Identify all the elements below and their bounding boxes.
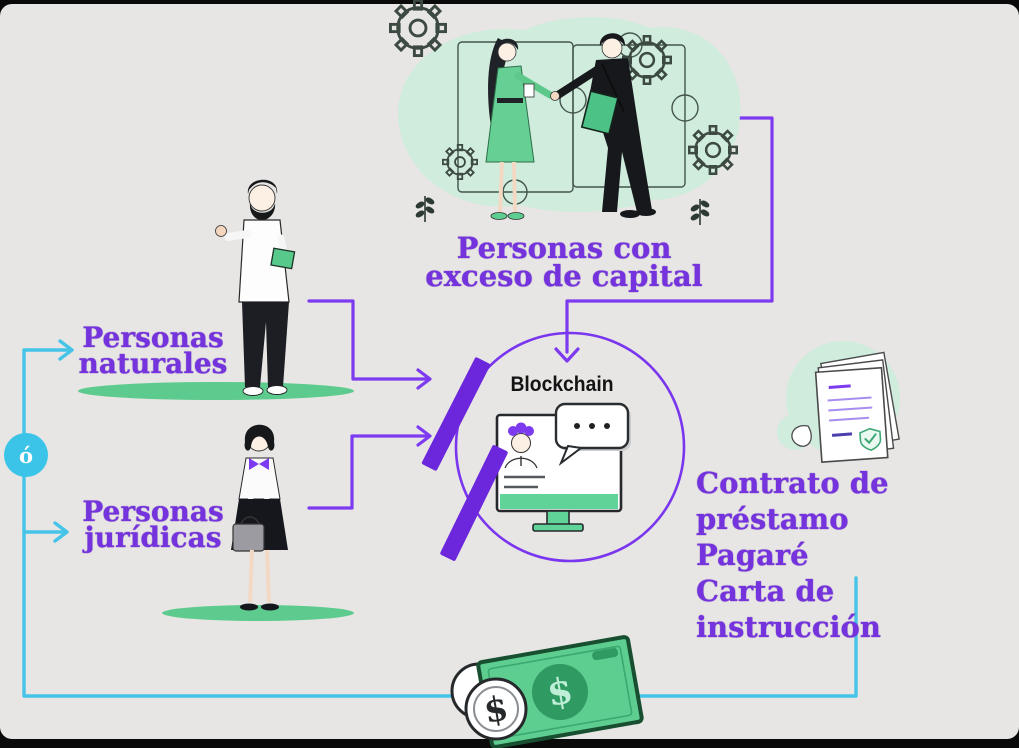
coin-front-icon: $ [464,677,528,741]
connector-or-loop [22,348,858,698]
naturales-line1: Personas [82,321,224,354]
cyan-connectors [22,339,858,698]
bow-tie [249,458,269,470]
juridicas-line1: Personas [82,495,224,528]
naturales-label: Personas naturales [72,321,234,380]
juridicas-line2: jurídicas [84,521,222,554]
documents-label: Contrato de préstamo Pagaré Carta de ins… [696,465,1019,645]
connector-naturales-blockchain [307,299,428,381]
or-label: ó [18,442,33,468]
ground-shadow [162,605,354,621]
shield-check-icon [859,427,882,451]
capital-line2: exceso de capital [425,259,703,293]
capital-label: Personas con exceso de capital [414,231,714,293]
connector-juridicas-blockchain [307,434,428,510]
woman-figure [485,38,554,220]
document-item: Contrato de préstamo [696,466,889,536]
avatar [504,422,538,469]
plant-icon [414,195,436,223]
natural-person-illustration [78,179,354,400]
speech-bubble-icon [554,402,631,466]
arrowhead-juridicas [53,521,69,543]
document-item: Pagaré [696,538,809,572]
money-illustration: $ $ [450,635,644,748]
blockchain-circle [454,331,686,563]
ground-shadow [78,382,354,400]
page-curl [791,425,812,447]
arrowhead-a [416,368,432,390]
blockchain-label: Blockchain [510,373,614,396]
document-item: Carta de instrucción [696,574,881,644]
juridicas-label: Personas jurídicas [72,495,234,554]
purple-connectors [307,116,774,510]
plant-icon [689,198,711,226]
blockchain-node [421,331,686,563]
man-figure [550,33,656,218]
contract-documents-illustration [777,341,900,463]
or-badge: ó [4,433,48,477]
naturales-line2: naturales [78,347,228,380]
juridical-person-illustration [162,424,354,621]
arrowhead-b [416,425,432,447]
arrowhead-down [554,347,580,363]
connector-capital-blockchain [565,116,774,354]
arrowhead-naturales [58,339,74,361]
mint-blob [398,16,741,212]
handshake-illustration [389,0,741,226]
capital-line1: Personas con [456,231,672,265]
slash-bars [421,357,508,561]
gear-icon [389,0,447,57]
